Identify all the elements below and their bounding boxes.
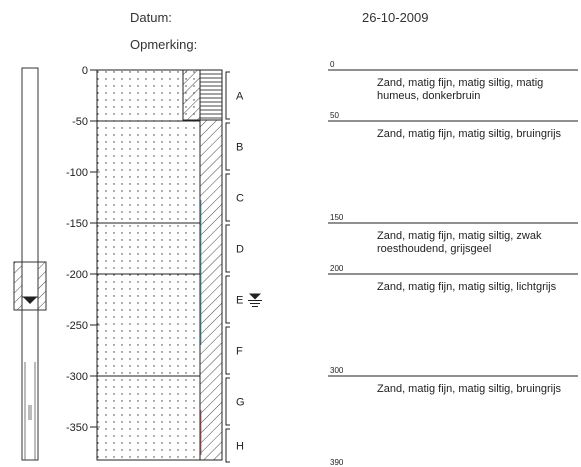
layer-top-depth: 50 (330, 111, 339, 120)
layer-description: Zand, matig fijn, matig siltig, zwak roe… (377, 230, 542, 255)
sample-label: G (236, 397, 245, 409)
sample-bracket (225, 326, 230, 375)
sample-label: A (236, 91, 244, 103)
well-water-level-icon (23, 297, 37, 304)
layer-top-depth: 300 (330, 366, 344, 375)
layer-top-depth: 200 (330, 264, 344, 273)
sample-label: C (236, 193, 244, 205)
axis-tick-label: -250 (66, 320, 88, 332)
opmerking-label: Opmerking: (130, 37, 198, 52)
axis-tick-label: -100 (66, 167, 88, 179)
lithology-lower-hatch (199, 119, 223, 461)
sample-bracket (225, 377, 230, 426)
layer-description: Zand, matig fijn, matig siltig, lichtgri… (377, 281, 557, 293)
layer-top-depth: 150 (330, 213, 344, 222)
sample-label: E (236, 295, 243, 307)
sample-label: B (236, 142, 243, 154)
sample-bracket (225, 224, 230, 273)
lithology-humus-hatch (182, 69, 201, 121)
axis-tick-label: -150 (66, 218, 88, 230)
sample-label: F (236, 346, 243, 358)
sample-bracket (225, 275, 230, 324)
layer-description: Zand, matig fijn, matig siltig, matig hu… (377, 77, 544, 102)
axis-tick-label: 0 (82, 65, 88, 77)
sample-bracket (225, 122, 230, 171)
well-sketch (13, 67, 47, 461)
sample-bracket (225, 428, 230, 463)
datum-label: Datum: (130, 10, 172, 25)
bottom-depth: 390 (330, 457, 344, 467)
axis-tick-label: -200 (66, 269, 88, 281)
layer-top-depth: 0 (330, 60, 335, 69)
layer-boundaries (97, 69, 578, 428)
layer-description: Zand, matig fijn, matig siltig, bruingri… (377, 128, 562, 140)
lithology-humus-lines (199, 69, 223, 121)
axis-tick-label: -350 (66, 422, 88, 434)
depth-axis: 0 -50 -100 -150 -200 -250 -300 -350 (66, 65, 97, 434)
sample-label: H (236, 441, 244, 453)
sample-bracket (225, 71, 230, 120)
datum-value: 26-10-2009 (362, 10, 429, 25)
sample-intervals: A B C D E F G H (225, 71, 245, 463)
sample-label: D (236, 244, 244, 256)
lithology-sand-pattern (96, 69, 201, 461)
water-level-icon (248, 293, 262, 307)
sample-bracket (225, 173, 230, 222)
axis-tick-label: -50 (72, 116, 88, 128)
axis-tick-label: -300 (66, 371, 88, 383)
layer-description: Zand, matig fijn, matig siltig, bruingri… (377, 383, 562, 395)
